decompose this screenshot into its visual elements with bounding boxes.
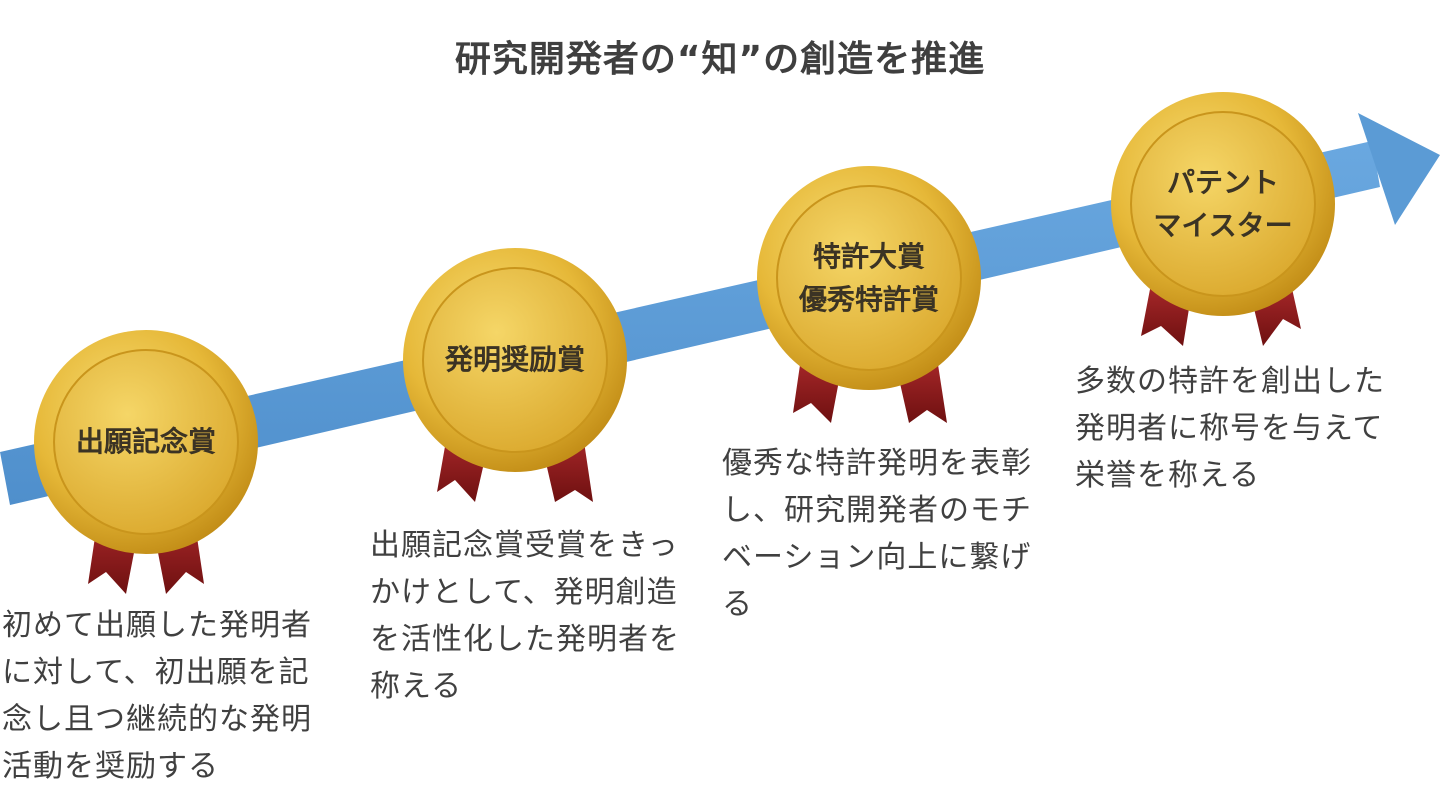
medal-4: パテント マイスター	[1103, 84, 1343, 346]
medal-2: 発明奨励賞	[395, 240, 635, 502]
medal-label: パテント マイスター	[1153, 165, 1293, 242]
stage-4-description: 多数の特許を創出した 発明者に称号を与えて 栄誉を称える	[1075, 364, 1385, 493]
medal-label: 発明奨励賞	[444, 343, 585, 377]
arrow-shaft	[0, 141, 1380, 505]
stage-3-description: 優秀な特許発明を表彰 し、研究開発者のモチ ベーション向上に繋げ る	[722, 446, 1032, 622]
medal-1: 出願記念賞	[26, 322, 266, 594]
stage-1-description: 初めて出願した発明者 に対して、初出願を記 念し且つ継続的な発明 活動を奨励する	[2, 608, 312, 784]
arrow-head	[1358, 113, 1440, 225]
medal-3: 特許大賞 優秀特許賞	[749, 158, 989, 423]
diagram-title: 研究開発者の“知”の創造を推進	[454, 39, 986, 80]
stage-2-description: 出願記念賞受賞をきっ かけとして、発明創造 を活性化した発明者を 称える	[370, 528, 680, 704]
medal-label: 出願記念賞	[75, 425, 216, 459]
medal-label: 特許大賞 優秀特許賞	[798, 239, 939, 316]
